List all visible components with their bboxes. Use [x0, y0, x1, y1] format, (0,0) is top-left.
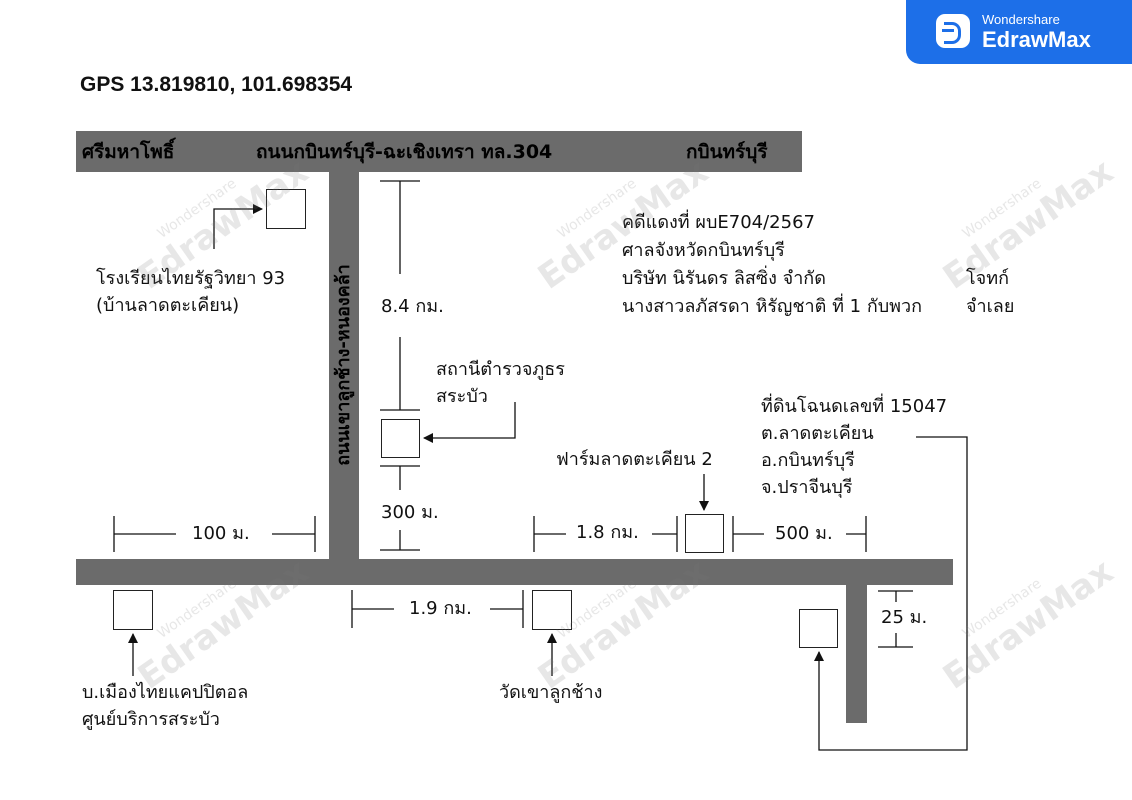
brand-line1: Wondershare — [982, 12, 1060, 27]
road-label-srimahaphot: ศรีมหาโพธิ์ — [82, 141, 175, 163]
land-plot-marker — [799, 609, 838, 648]
side-road — [846, 584, 867, 723]
school-marker — [266, 189, 306, 229]
distance-25m: 25 ม. — [881, 607, 928, 628]
land-label-line3: อ.กบินทร์บุรี — [761, 450, 855, 471]
brand-line2: EdrawMax — [982, 27, 1091, 52]
case-line2: ศาลจังหวัดกบินทร์บุรี — [622, 240, 785, 261]
police-label-line1: สถานีตำรวจภูธร — [436, 359, 565, 380]
lower-road — [76, 559, 953, 585]
brand-badge: Wondershare EdrawMax — [906, 0, 1132, 64]
plaintiff-label: โจทก์ — [966, 268, 1009, 289]
vertical-road — [329, 171, 359, 561]
distance-100m: 100 ม. — [192, 523, 250, 544]
case-line1: คดีแดงที่ ผบE704/2567 — [622, 212, 815, 233]
police-marker — [381, 419, 420, 458]
land-label-line1: ที่ดินโฉนดเลขที่ 15047 — [761, 396, 948, 417]
temple-marker — [532, 590, 572, 630]
farm-marker — [685, 514, 724, 553]
police-label-line2: สระบัว — [436, 386, 488, 407]
road-label-kabinburi: กบินทร์บุรี — [686, 141, 768, 163]
school-label-line2: (บ้านลาดตะเคียน) — [96, 295, 240, 316]
distance-1-9km: 1.9 กม. — [409, 598, 472, 619]
case-line3: บริษัท นิรันดร ลิสซิ่ง จำกัด — [622, 268, 826, 289]
case-line4: นางสาวลภัสรดา หิรัญชาติ ที่ 1 กับพวก — [622, 296, 923, 317]
distance-8-4km: 8.4 กม. — [381, 296, 444, 317]
gps-title: GPS 13.819810, 101.698354 — [80, 73, 353, 96]
land-label-line4: จ.ปราจีนบุรี — [761, 477, 853, 498]
capital-marker — [113, 590, 153, 630]
temple-label: วัดเขาลูกช้าง — [499, 682, 603, 703]
main-highway — [76, 131, 802, 172]
capital-label-line1: บ.เมืองไทยแคปปิตอล — [82, 682, 249, 703]
land-label-line2: ต.ลาดตะเคียน — [761, 423, 874, 444]
distance-1-8km: 1.8 กม. — [576, 522, 639, 543]
distance-300m: 300 ม. — [381, 502, 439, 523]
distance-500m: 500 ม. — [775, 523, 833, 544]
road-label-highway-304: ถนนกบินทร์บุรี-ฉะเชิงเทรา ทล.304 — [256, 141, 553, 163]
edrawmax-logo-icon — [936, 14, 970, 48]
capital-label-line2: ศูนย์บริการสระบัว — [82, 709, 220, 730]
defendant-label: จำเลย — [966, 296, 1015, 317]
farm-label: ฟาร์มลาดตะเคียน 2 — [556, 449, 713, 470]
school-label-line1: โรงเรียนไทยรัฐวิทยา 93 — [96, 268, 286, 289]
